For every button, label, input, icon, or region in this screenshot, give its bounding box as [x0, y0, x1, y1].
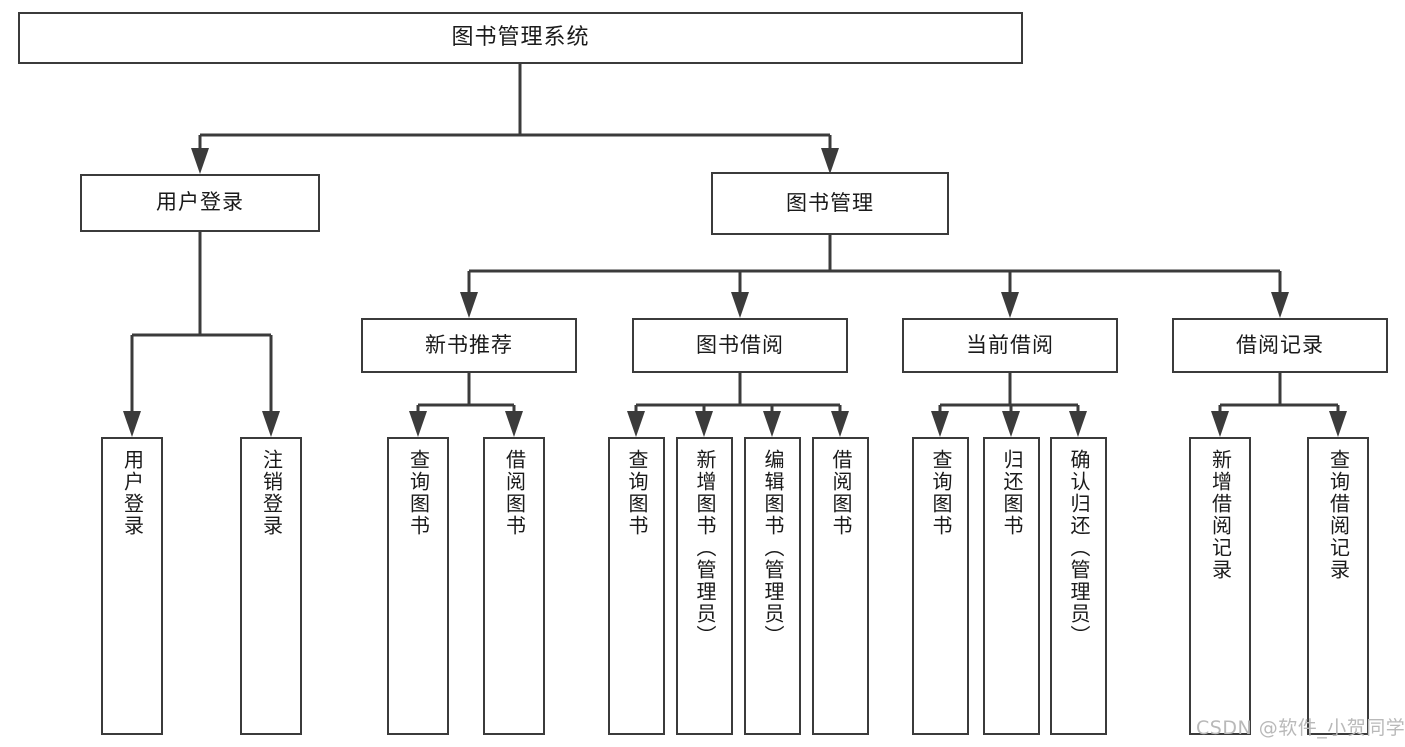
node-borrow-record-label: 借阅记录: [1236, 332, 1324, 357]
leaf-label: 用户登录: [120, 449, 145, 537]
leaf-node[interactable]: 查询图书: [912, 437, 969, 735]
leaf-node[interactable]: 用户登录: [101, 437, 163, 735]
leaf-label: 查询借阅记录: [1326, 449, 1351, 581]
leaf-node[interactable]: 查询图书: [387, 437, 449, 735]
node-book-borrow-label: 图书借阅: [696, 332, 784, 357]
leaf-node[interactable]: 新增图书（管理员）: [676, 437, 733, 735]
leaf-node[interactable]: 确认归还（管理员）: [1050, 437, 1107, 735]
node-root[interactable]: 图书管理系统: [18, 12, 1023, 64]
node-user-login[interactable]: 用户登录: [80, 174, 320, 232]
leaf-node[interactable]: 注销登录: [240, 437, 302, 735]
leaf-node[interactable]: 编辑图书（管理员）: [744, 437, 801, 735]
leaf-node[interactable]: 新增借阅记录: [1189, 437, 1251, 735]
leaf-label: 查询图书: [929, 449, 953, 537]
leaf-label: 新增图书（管理员）: [693, 449, 717, 647]
leaf-label: 编辑图书（管理员）: [761, 449, 785, 647]
leaf-node[interactable]: 归还图书: [983, 437, 1040, 735]
leaf-label: 归还图书: [1000, 449, 1024, 537]
leaf-label: 借阅图书: [829, 449, 853, 537]
node-book-borrow[interactable]: 图书借阅: [632, 318, 848, 373]
node-new-book-recommend-label: 新书推荐: [425, 332, 513, 357]
leaf-label: 注销登录: [259, 449, 284, 537]
leaf-label: 新增借阅记录: [1208, 449, 1233, 581]
leaf-label: 确认归还（管理员）: [1067, 449, 1091, 647]
node-book-management[interactable]: 图书管理: [711, 172, 949, 235]
node-user-login-label: 用户登录: [156, 190, 244, 215]
leaf-label: 查询图书: [625, 449, 649, 537]
leaf-node[interactable]: 查询借阅记录: [1307, 437, 1369, 735]
node-book-management-label: 图书管理: [786, 190, 874, 215]
node-borrow-record[interactable]: 借阅记录: [1172, 318, 1388, 373]
node-root-label: 图书管理系统: [451, 24, 590, 50]
leaf-label: 查询图书: [406, 449, 431, 537]
node-current-borrow[interactable]: 当前借阅: [902, 318, 1118, 373]
node-new-book-recommend[interactable]: 新书推荐: [361, 318, 577, 373]
leaf-node[interactable]: 借阅图书: [812, 437, 869, 735]
watermark: CSDN @软件_小贺同学: [1196, 717, 1405, 739]
node-current-borrow-label: 当前借阅: [966, 332, 1054, 357]
leaf-node[interactable]: 查询图书: [608, 437, 665, 735]
leaf-node[interactable]: 借阅图书: [483, 437, 545, 735]
leaf-label: 借阅图书: [502, 449, 527, 537]
